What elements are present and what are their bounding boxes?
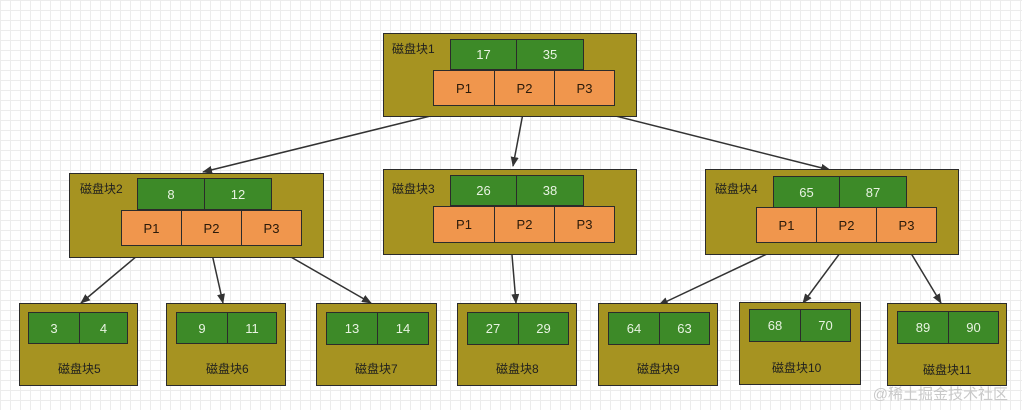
- key-cell: 64: [608, 312, 660, 345]
- watermark: @稀土掘金技术社区: [872, 386, 1008, 403]
- pointer-cell: P2: [494, 70, 555, 106]
- key-cell: 27: [467, 312, 519, 345]
- edge-b1-p1-to-b2: [202, 107, 464, 174]
- key-cell: 65: [773, 176, 840, 208]
- block-label: 磁盘块7: [355, 362, 398, 376]
- block-label: 磁盘块6: [206, 362, 249, 376]
- edge-b3-p2-to-b8: [511, 254, 520, 304]
- disk-block-2: 磁盘块2 8 12 P1 P2 P3: [69, 173, 324, 258]
- block-label: 磁盘块11: [923, 363, 972, 377]
- edge-b1-p3-to-b4: [583, 107, 831, 172]
- key-cell: 89: [897, 311, 949, 344]
- pointer-cell: P2: [816, 207, 877, 243]
- key-cell: 17: [450, 39, 517, 70]
- disk-block-1: 磁盘块1 17 35 P1 P2 P3: [383, 33, 637, 117]
- key-cell: 87: [839, 176, 907, 208]
- disk-block-3: 磁盘块3 26 38 P1 P2 P3: [383, 169, 637, 255]
- pointer-cell: P1: [121, 210, 182, 246]
- block-label: 磁盘块8: [496, 362, 539, 376]
- key-cell: 35: [516, 39, 584, 70]
- key-cell: 29: [518, 312, 569, 345]
- disk-block-10: 68 70 磁盘块10: [739, 302, 861, 385]
- pointer-cell: P3: [554, 206, 615, 243]
- block-label: 磁盘块9: [637, 362, 680, 376]
- key-cell: 12: [204, 178, 272, 210]
- key-cell: 90: [948, 311, 999, 344]
- key-cell: 14: [377, 312, 429, 345]
- disk-block-5: 3 4 磁盘块5: [19, 303, 138, 386]
- disk-block-9: 64 63 磁盘块9: [598, 303, 718, 386]
- pointer-cell: P2: [181, 210, 242, 246]
- key-cell: 38: [516, 175, 584, 206]
- block-label: 磁盘块4: [715, 182, 758, 196]
- key-cell: 9: [176, 312, 228, 344]
- pointer-cell: P3: [876, 207, 937, 243]
- key-cell: 26: [450, 175, 517, 206]
- pointer-cell: P3: [241, 210, 302, 246]
- edge-b1-p2-to-b3: [510, 107, 525, 167]
- disk-block-7: 13 14 磁盘块7: [316, 303, 437, 386]
- block-label: 磁盘块5: [58, 362, 101, 376]
- key-cell: 70: [800, 309, 851, 342]
- key-cell: 3: [28, 312, 80, 344]
- pointer-cell: P1: [433, 206, 495, 243]
- block-label: 磁盘块1: [392, 42, 435, 56]
- disk-block-4: 磁盘块4 65 87 P1 P2 P3: [705, 169, 959, 255]
- pointer-cell: P2: [494, 206, 555, 243]
- edge-b4-p1-to-b9: [658, 244, 787, 306]
- pointer-cell: P1: [433, 70, 495, 106]
- key-cell: 63: [659, 312, 710, 345]
- pointer-cell: P3: [554, 70, 615, 106]
- key-cell: 4: [79, 312, 128, 344]
- block-label: 磁盘块2: [80, 182, 123, 196]
- key-cell: 13: [326, 312, 378, 345]
- disk-block-8: 27 29 磁盘块8: [457, 303, 577, 386]
- disk-block-11: 89 90 磁盘块11: [887, 303, 1007, 386]
- block-label: 磁盘块3: [392, 182, 435, 196]
- pointer-cell: P1: [756, 207, 817, 243]
- key-cell: 11: [227, 312, 277, 344]
- disk-block-6: 9 11 磁盘块6: [166, 303, 286, 386]
- key-cell: 68: [749, 309, 801, 342]
- block-label: 磁盘块10: [772, 361, 822, 375]
- key-cell: 8: [137, 178, 205, 210]
